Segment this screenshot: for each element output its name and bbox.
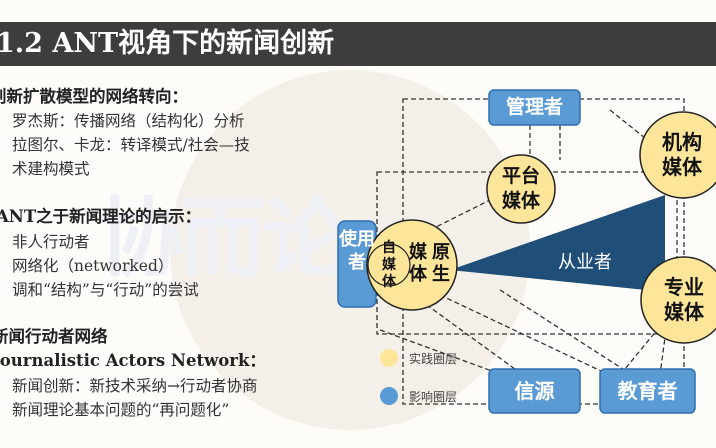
educator-label: 教育者 <box>617 379 678 403</box>
bullet-item: 新闻创新：新技术采纳→行动者协商 <box>12 377 258 395</box>
self-media-circle <box>367 243 411 287</box>
platform-media-label: 平台媒体 <box>501 165 540 212</box>
section-subheading: Journalistic Actors Network： <box>0 351 266 370</box>
bullet-item: 新闻理论基本问题的“再问题化” <box>12 401 230 419</box>
educator-box <box>599 368 696 414</box>
practitioner-label: 从业者 <box>558 252 612 273</box>
legend-swatch-practice <box>380 349 398 367</box>
source-box <box>488 368 581 414</box>
platform-media-circle <box>486 154 556 224</box>
manager-box <box>488 89 581 126</box>
bullet-item: 罗杰斯：传播网络（结构化）分析 <box>12 112 245 130</box>
source-label: 信源 <box>514 379 555 403</box>
watermark-text: 协而论 <box>98 189 348 289</box>
page-title: 1.2 ANT视角下的新闻创新 <box>0 28 335 59</box>
legend-label-practice: 实践圈层 <box>409 352 458 366</box>
bullet-item: 术建构模式 <box>12 160 90 178</box>
bullet-item: 拉图尔、卡龙：转译模式/社会—技 <box>12 136 250 154</box>
section-heading: 新闻行动者网络 <box>0 327 108 346</box>
section-heading: 创新扩散模型的网络转向： <box>0 87 188 106</box>
bullet-item: 网络化（networked） <box>12 257 174 275</box>
section-heading: ANT之于新闻理论的启示： <box>0 207 202 226</box>
professional-media-circle <box>640 256 716 344</box>
legend-swatch-influence <box>380 387 398 405</box>
practitioner-triangle <box>450 195 665 292</box>
institutional-media-label: 机构媒体 <box>662 130 702 179</box>
native-label: 原生 <box>432 242 450 285</box>
media-sub-label: 媒体 <box>409 242 427 285</box>
institutional-media-circle <box>639 111 716 199</box>
title-bar <box>0 22 716 66</box>
user-label: 使用者 <box>339 229 375 273</box>
bullet-item: 调和“结构”与“行动”的尝试 <box>12 281 199 299</box>
legend-label-influence: 影响圈层 <box>409 390 458 404</box>
self-media-label: 自媒体 <box>382 240 396 290</box>
manager-label: 管理者 <box>505 96 563 118</box>
bullet-item: 非人行动者 <box>12 233 90 251</box>
native-circle <box>366 219 458 311</box>
professional-media-label: 专业媒体 <box>664 275 704 324</box>
